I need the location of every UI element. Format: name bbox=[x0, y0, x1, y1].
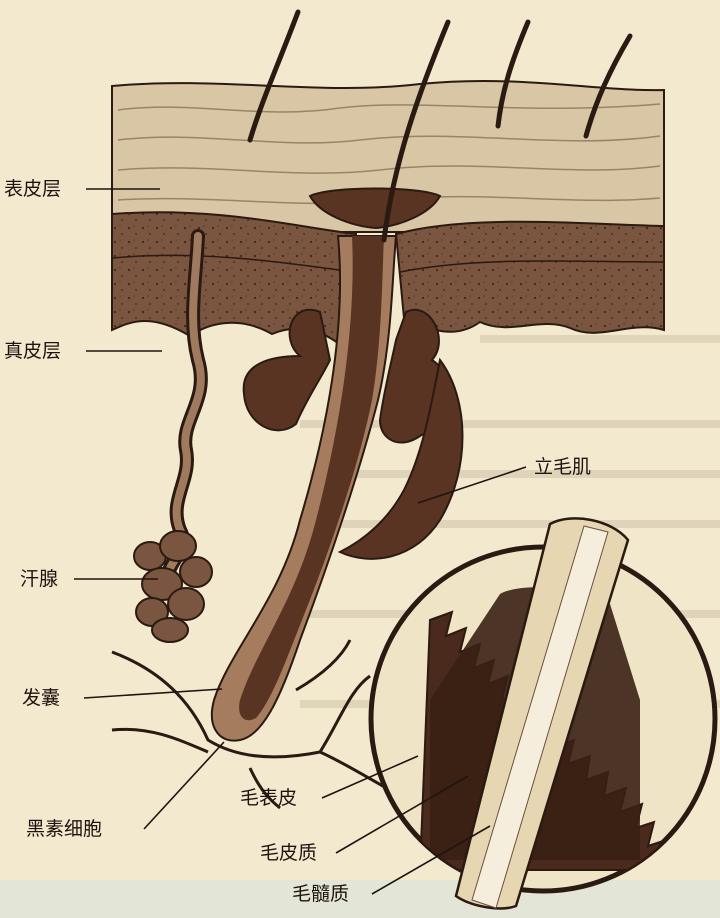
label-melanocyte: 黑素细胞 bbox=[26, 820, 102, 839]
label-cuticle: 毛表皮 bbox=[240, 789, 297, 808]
bottom-band bbox=[0, 880, 720, 918]
label-dermis: 真皮层 bbox=[4, 342, 61, 361]
label-medulla: 毛髓质 bbox=[292, 885, 349, 904]
label-hair-follicle: 发囊 bbox=[22, 689, 60, 708]
label-epidermis: 表皮层 bbox=[4, 180, 61, 199]
sweat-gland-coil bbox=[134, 531, 212, 642]
label-sweat-gland: 汗腺 bbox=[20, 570, 58, 589]
label-arrector-pili: 立毛肌 bbox=[534, 458, 591, 477]
label-cortex: 毛皮质 bbox=[260, 844, 317, 863]
